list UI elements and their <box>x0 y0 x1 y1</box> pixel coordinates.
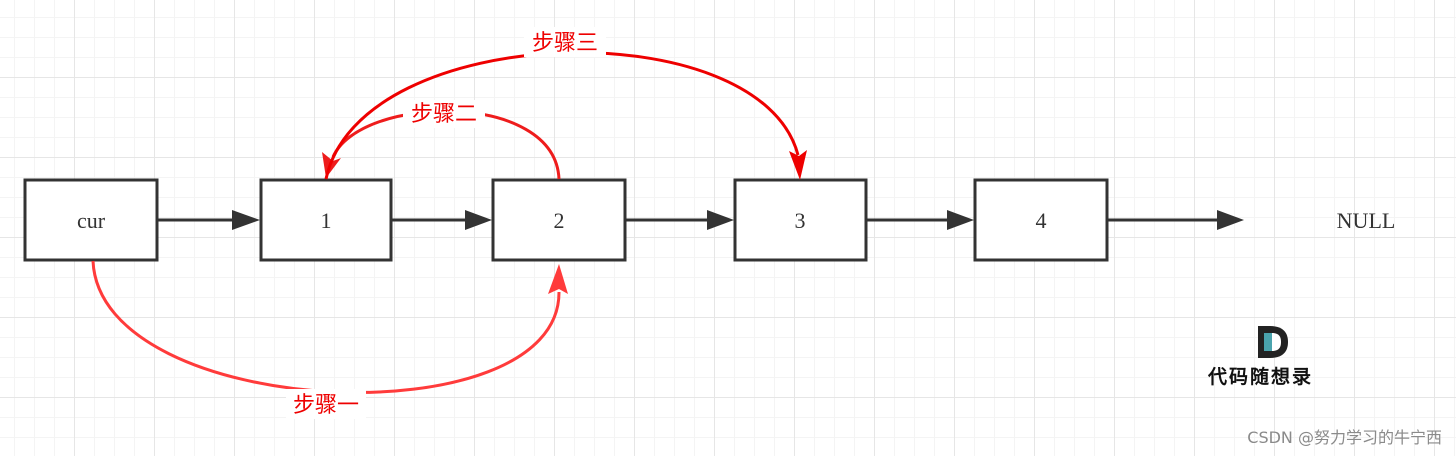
step3-label-bg <box>524 27 606 57</box>
node-box-1 <box>259 178 393 262</box>
arrowhead-4-to-null <box>1217 210 1244 230</box>
step2-label-bg <box>403 100 485 128</box>
node-cur: cur <box>23 178 159 262</box>
step3-arrow: 步骤三 <box>324 27 807 180</box>
node-label-cur: cur <box>77 208 106 233</box>
step3-arrowhead <box>789 150 807 180</box>
null-label: NULL <box>1337 208 1396 233</box>
node-label-2: 2 <box>554 208 565 233</box>
node-2: 2 <box>491 178 627 262</box>
step1-arrow: 步骤一 <box>91 260 568 419</box>
node-label-1: 1 <box>321 208 332 233</box>
node-3: 3 <box>733 178 868 262</box>
code-d-logo-icon <box>1258 326 1288 358</box>
next-pointer-arrows <box>157 210 1244 230</box>
step1-label-bg <box>286 389 366 419</box>
node-box-3 <box>733 178 868 262</box>
node-box-cur <box>23 178 159 262</box>
node-1: 1 <box>259 178 393 262</box>
step1-curve <box>91 260 561 394</box>
step2-arrow: 步骤二 <box>322 100 561 180</box>
node-box-2 <box>491 178 627 262</box>
step1-label: 步骤一 <box>293 393 359 418</box>
arrowhead-1-to-2 <box>465 210 492 230</box>
step1-arrowhead <box>548 264 568 294</box>
logo-text: 代码随想录 <box>1208 366 1314 388</box>
arrowhead-cur-to-1 <box>232 210 260 230</box>
node-label-3: 3 <box>795 208 806 233</box>
arrowhead-3-to-4 <box>947 210 974 230</box>
node-4: 4 <box>973 178 1109 262</box>
arrowhead-2-to-3 <box>707 210 734 230</box>
watermark: CSDN @努力学习的牛宁西 <box>1247 428 1442 447</box>
step2-label: 步骤二 <box>411 102 477 127</box>
node-label-4: 4 <box>1036 208 1047 233</box>
node-box-4 <box>973 178 1109 262</box>
step3-label: 步骤三 <box>532 31 598 56</box>
